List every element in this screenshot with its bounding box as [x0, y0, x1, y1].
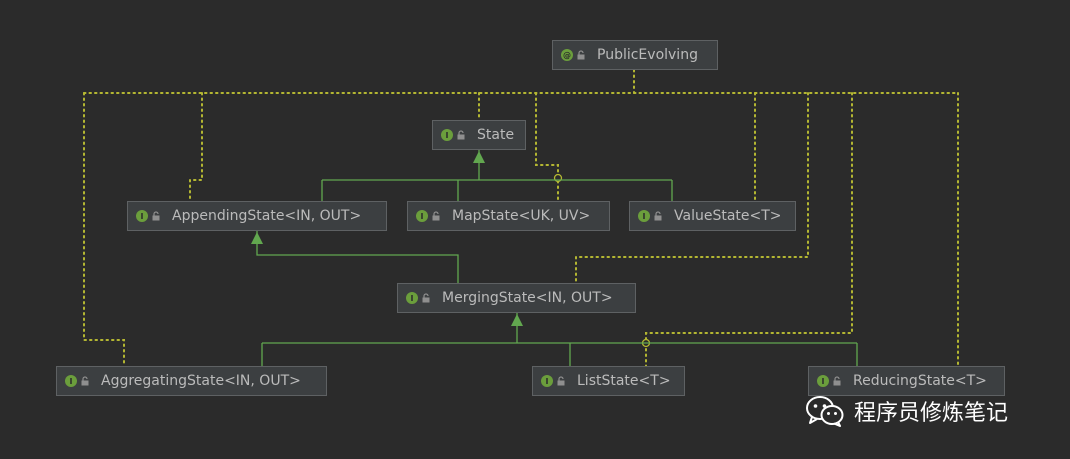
wechat-icon — [806, 396, 844, 427]
node-public-evolving[interactable]: @ PublicEvolving — [552, 40, 718, 70]
node-map-state[interactable]: I MapState<UK, UV> — [407, 201, 610, 231]
node-kind-glyph: I — [420, 211, 424, 221]
node-kind-glyph: I — [69, 376, 73, 386]
lock-icon — [577, 50, 585, 60]
node-label: ReducingState<T> — [853, 373, 987, 389]
lock-icon — [81, 376, 89, 386]
node-label: AppendingState<IN, OUT> — [172, 208, 362, 224]
arrowhead-merging — [511, 314, 523, 326]
lock-icon — [557, 376, 565, 386]
edge-merging-extends-appending — [256, 231, 459, 283]
interface-icon: I — [416, 210, 428, 222]
node-label: State — [477, 127, 515, 143]
lock-icon — [152, 211, 160, 221]
edge-aggregating-to-public-evolving — [83, 92, 125, 367]
node-value-state[interactable]: I ValueState<T> — [629, 201, 796, 231]
interface-icon: I — [136, 210, 148, 222]
watermark-text: 程序员修炼笔记 — [854, 401, 1009, 426]
node-label: ListState<T> — [577, 373, 671, 389]
node-list-state[interactable]: I ListState<T> — [532, 366, 685, 396]
interface-icon: I — [441, 129, 453, 141]
arrowhead-state — [473, 151, 485, 163]
node-kind-glyph: I — [445, 130, 449, 140]
lock-icon — [432, 211, 440, 221]
lock-icon — [833, 376, 841, 386]
node-state[interactable]: I State — [432, 120, 526, 150]
edge-map-to-public-evolving — [535, 92, 559, 202]
node-reducing-state[interactable]: I ReducingState<T> — [808, 366, 1005, 396]
node-appending-state[interactable]: I AppendingState<IN, OUT> — [127, 201, 387, 231]
interface-icon: I — [817, 375, 829, 387]
interface-icon: I — [65, 375, 77, 387]
edge-merging-to-public-evolving — [575, 92, 809, 284]
watermark: 程序员修炼笔记 — [806, 394, 1008, 428]
interface-icon: I — [638, 210, 650, 222]
lock-icon — [457, 130, 465, 140]
lock-icon — [654, 211, 662, 221]
node-kind-glyph: I — [821, 376, 825, 386]
node-aggregating-state[interactable]: I AggregatingState<IN, OUT> — [56, 366, 327, 396]
node-merging-state[interactable]: I MergingState<IN, OUT> — [397, 283, 636, 313]
node-kind-glyph: I — [140, 211, 144, 221]
node-label: MapState<UK, UV> — [452, 208, 591, 224]
lock-icon — [422, 293, 430, 303]
annotation-icon: @ — [561, 49, 573, 61]
node-label: ValueState<T> — [674, 208, 782, 224]
edge-appending-to-public-evolving — [189, 92, 203, 202]
edge-list-to-public-evolving — [645, 92, 853, 367]
node-kind-glyph: I — [545, 376, 549, 386]
node-kind-glyph: @ — [563, 50, 571, 60]
interface-icon: I — [406, 292, 418, 304]
arrowhead-appending — [251, 232, 263, 244]
node-label: PublicEvolving — [597, 47, 698, 63]
node-kind-glyph: I — [410, 293, 414, 303]
node-kind-glyph: I — [642, 211, 646, 221]
node-label: AggregatingState<IN, OUT> — [101, 373, 301, 389]
interface-icon: I — [541, 375, 553, 387]
node-label: MergingState<IN, OUT> — [442, 290, 613, 306]
